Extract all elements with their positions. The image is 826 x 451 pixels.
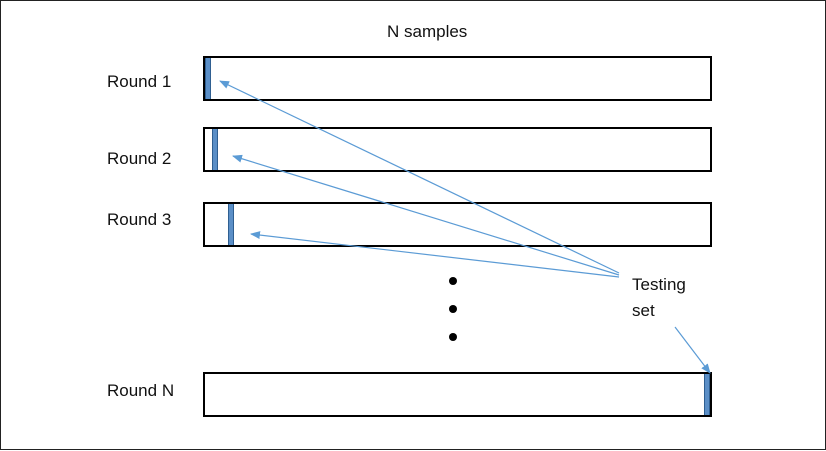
- round-n-bar: [203, 372, 712, 417]
- round-1-label: Round 1: [107, 72, 172, 91]
- round-3-label: Round 3: [107, 210, 172, 229]
- round-n-testing-segment: [704, 374, 710, 415]
- testing-set-label: Testing set: [632, 272, 686, 324]
- ellipsis-dot-2: [449, 305, 457, 313]
- arrow-to-round-n: [674, 326, 711, 374]
- testing-set-line-2: set: [632, 301, 655, 320]
- round-3-bar: [203, 202, 712, 247]
- n-samples-label: N samples: [387, 22, 468, 41]
- round-2-testing-segment: [212, 129, 218, 170]
- ellipsis-dot-3: [449, 333, 457, 341]
- testing-set-line-1: Testing: [632, 275, 686, 294]
- round-1-testing-segment: [205, 58, 211, 99]
- ellipsis-dot-1: [449, 277, 457, 285]
- round-1-bar: [203, 56, 712, 101]
- round-2-bar: [203, 127, 712, 172]
- round-3-testing-segment: [228, 204, 234, 245]
- round-2-label: Round 2: [107, 149, 172, 168]
- round-n-label: Round N: [107, 381, 175, 400]
